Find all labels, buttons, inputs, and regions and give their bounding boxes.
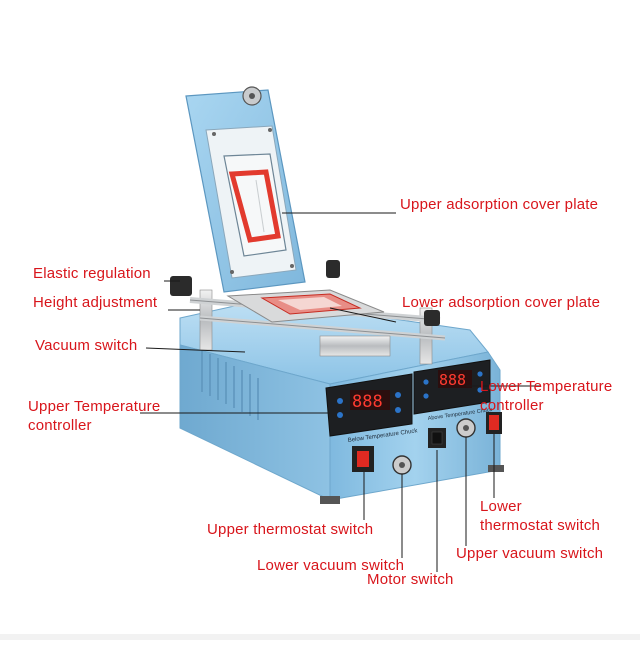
label-lower-thermostat-switch: Lower thermostat switch bbox=[480, 497, 600, 535]
label-lower-temperature-controller: Lower Temperature controller bbox=[480, 377, 612, 415]
leader-lower-cover bbox=[329, 307, 397, 323]
label-motor-switch: Motor switch bbox=[367, 571, 454, 588]
label-elastic-regulation: Elastic regulation bbox=[33, 265, 151, 282]
label-lower-temp-line1: Lower Temperature bbox=[480, 378, 613, 395]
label-upper-adsorption-cover-plate: Upper adsorption cover plate bbox=[400, 196, 599, 213]
label-lower-temp-line2: controller bbox=[480, 397, 544, 414]
upper-temp-panel: 888 Below Temperature Chuck bbox=[325, 373, 419, 444]
label-upper-temperature-controller: Upper Temperature controller bbox=[28, 397, 160, 435]
label-height-adjustment: Height adjustment bbox=[33, 294, 158, 311]
leader-vacuum bbox=[145, 347, 246, 353]
upper-temp-digits: 888 bbox=[352, 392, 383, 412]
label-lower-adsorption-cover-plate: Lower adsorption cover plate bbox=[402, 294, 601, 311]
lower-temp-digits: 888 bbox=[439, 371, 466, 389]
leader-lines bbox=[140, 212, 540, 572]
label-lower-vacuum-switch: Lower vacuum switch bbox=[257, 557, 405, 574]
label-upper-temp-line1: Upper Temperature bbox=[28, 398, 161, 415]
label-lower-thermo-line2: thermostat switch bbox=[480, 517, 601, 534]
footer-strip bbox=[0, 634, 640, 640]
label-upper-thermostat-switch: Upper thermostat switch bbox=[207, 521, 374, 538]
label-upper-temp-line2: controller bbox=[28, 417, 92, 434]
label-vacuum-switch: Vacuum switch bbox=[35, 337, 138, 354]
front-controls bbox=[352, 412, 502, 475]
label-upper-vacuum-switch: Upper vacuum switch bbox=[456, 545, 604, 562]
label-lower-thermo-line1: Lower bbox=[480, 498, 522, 515]
upper-lid bbox=[185, 86, 306, 293]
